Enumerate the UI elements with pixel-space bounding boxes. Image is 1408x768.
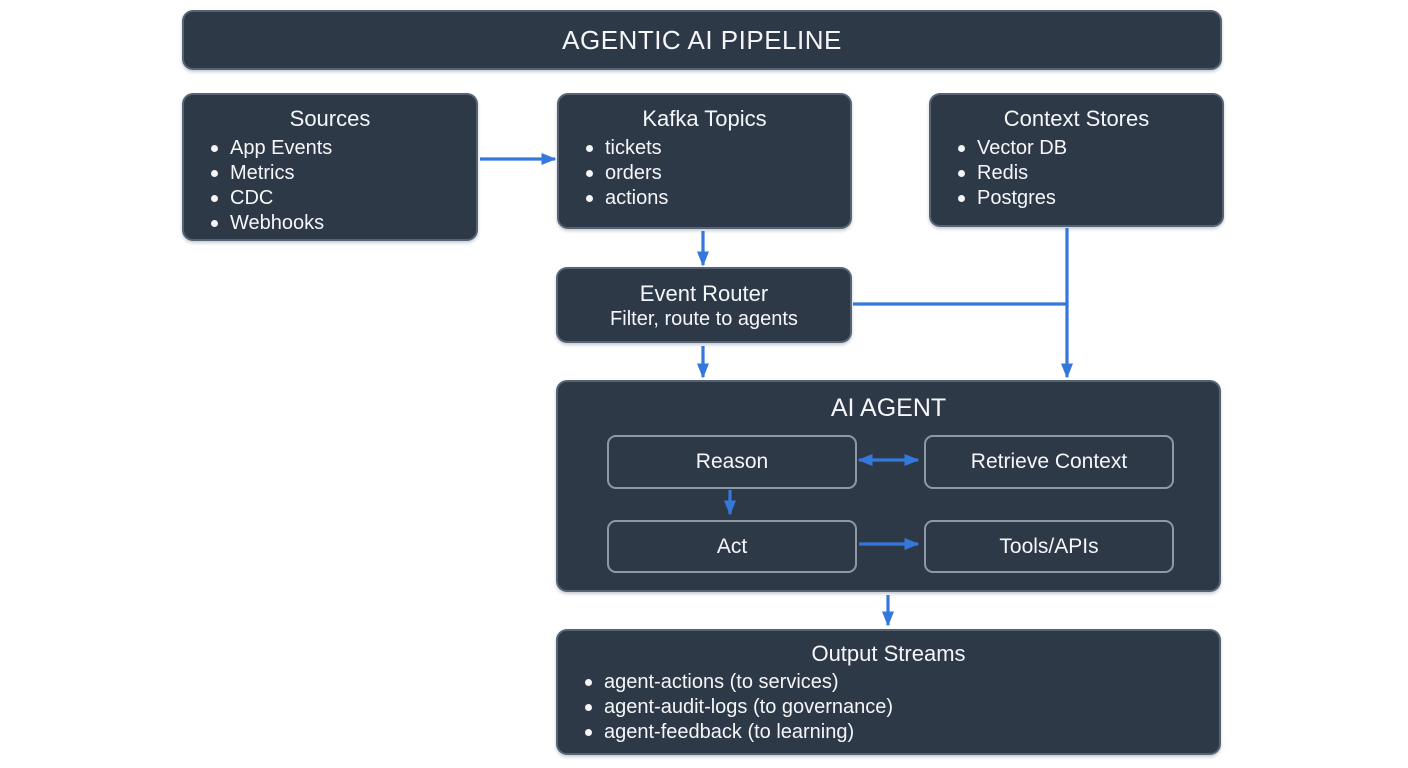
output-streams-title: Output Streams	[811, 641, 966, 666]
act-label: Act	[716, 534, 748, 558]
node-event-router: Event Router Filter, route to agents	[556, 267, 852, 343]
list-item: Metrics	[211, 161, 476, 186]
kafka-topics-list: tickets orders actions	[559, 136, 850, 211]
sources-list: App Events Metrics CDC Webhooks	[184, 136, 476, 236]
list-item: agent-feedback (to learning)	[585, 720, 1219, 745]
pipeline-title: AGENTIC AI PIPELINE	[562, 24, 842, 55]
list-item: Webhooks	[211, 211, 476, 236]
node-kafka-topics: Kafka Topics tickets orders actions	[557, 93, 852, 229]
list-item: Vector DB	[958, 136, 1222, 161]
list-item: Postgres	[958, 186, 1222, 211]
context-stores-title: Context Stores	[1003, 106, 1150, 131]
pipeline-title-box: AGENTIC AI PIPELINE	[182, 10, 1222, 70]
reason-label: Reason	[695, 450, 769, 473]
output-streams-list: agent-actions (to services) agent-audit-…	[558, 670, 1219, 745]
node-sources: Sources App Events Metrics CDC Webhooks	[182, 93, 478, 241]
list-item: agent-actions (to services)	[585, 670, 1219, 695]
node-context-stores: Context Stores Vector DB Redis Postgres	[929, 93, 1224, 227]
kafka-topics-title: Kafka Topics	[642, 106, 767, 131]
list-item: Redis	[958, 161, 1222, 186]
list-item: agent-audit-logs (to governance)	[585, 695, 1219, 720]
node-output-streams: Output Streams agent-actions (to service…	[556, 629, 1221, 755]
ai-agent-title: AI AGENT	[830, 394, 947, 422]
context-stores-list: Vector DB Redis Postgres	[931, 136, 1222, 211]
tools-apis-label: Tools/APIs	[999, 534, 1099, 558]
node-retrieve-context: Retrieve Context	[924, 435, 1174, 489]
list-item: App Events	[211, 136, 476, 161]
node-tools-apis: Tools/APIs	[924, 520, 1174, 573]
retrieve-context-label: Retrieve Context	[970, 450, 1128, 473]
list-item: orders	[586, 161, 850, 186]
event-router-subtitle: Filter, route to agents	[610, 307, 798, 330]
list-item: CDC	[211, 186, 476, 211]
node-ai-agent: AI AGENT Reason Retrieve Context Act Too…	[556, 380, 1221, 592]
sources-title: Sources	[289, 106, 371, 131]
event-router-title: Event Router	[639, 280, 769, 306]
node-act: Act	[607, 520, 857, 573]
node-reason: Reason	[607, 435, 857, 489]
list-item: actions	[586, 186, 850, 211]
list-item: tickets	[586, 136, 850, 161]
